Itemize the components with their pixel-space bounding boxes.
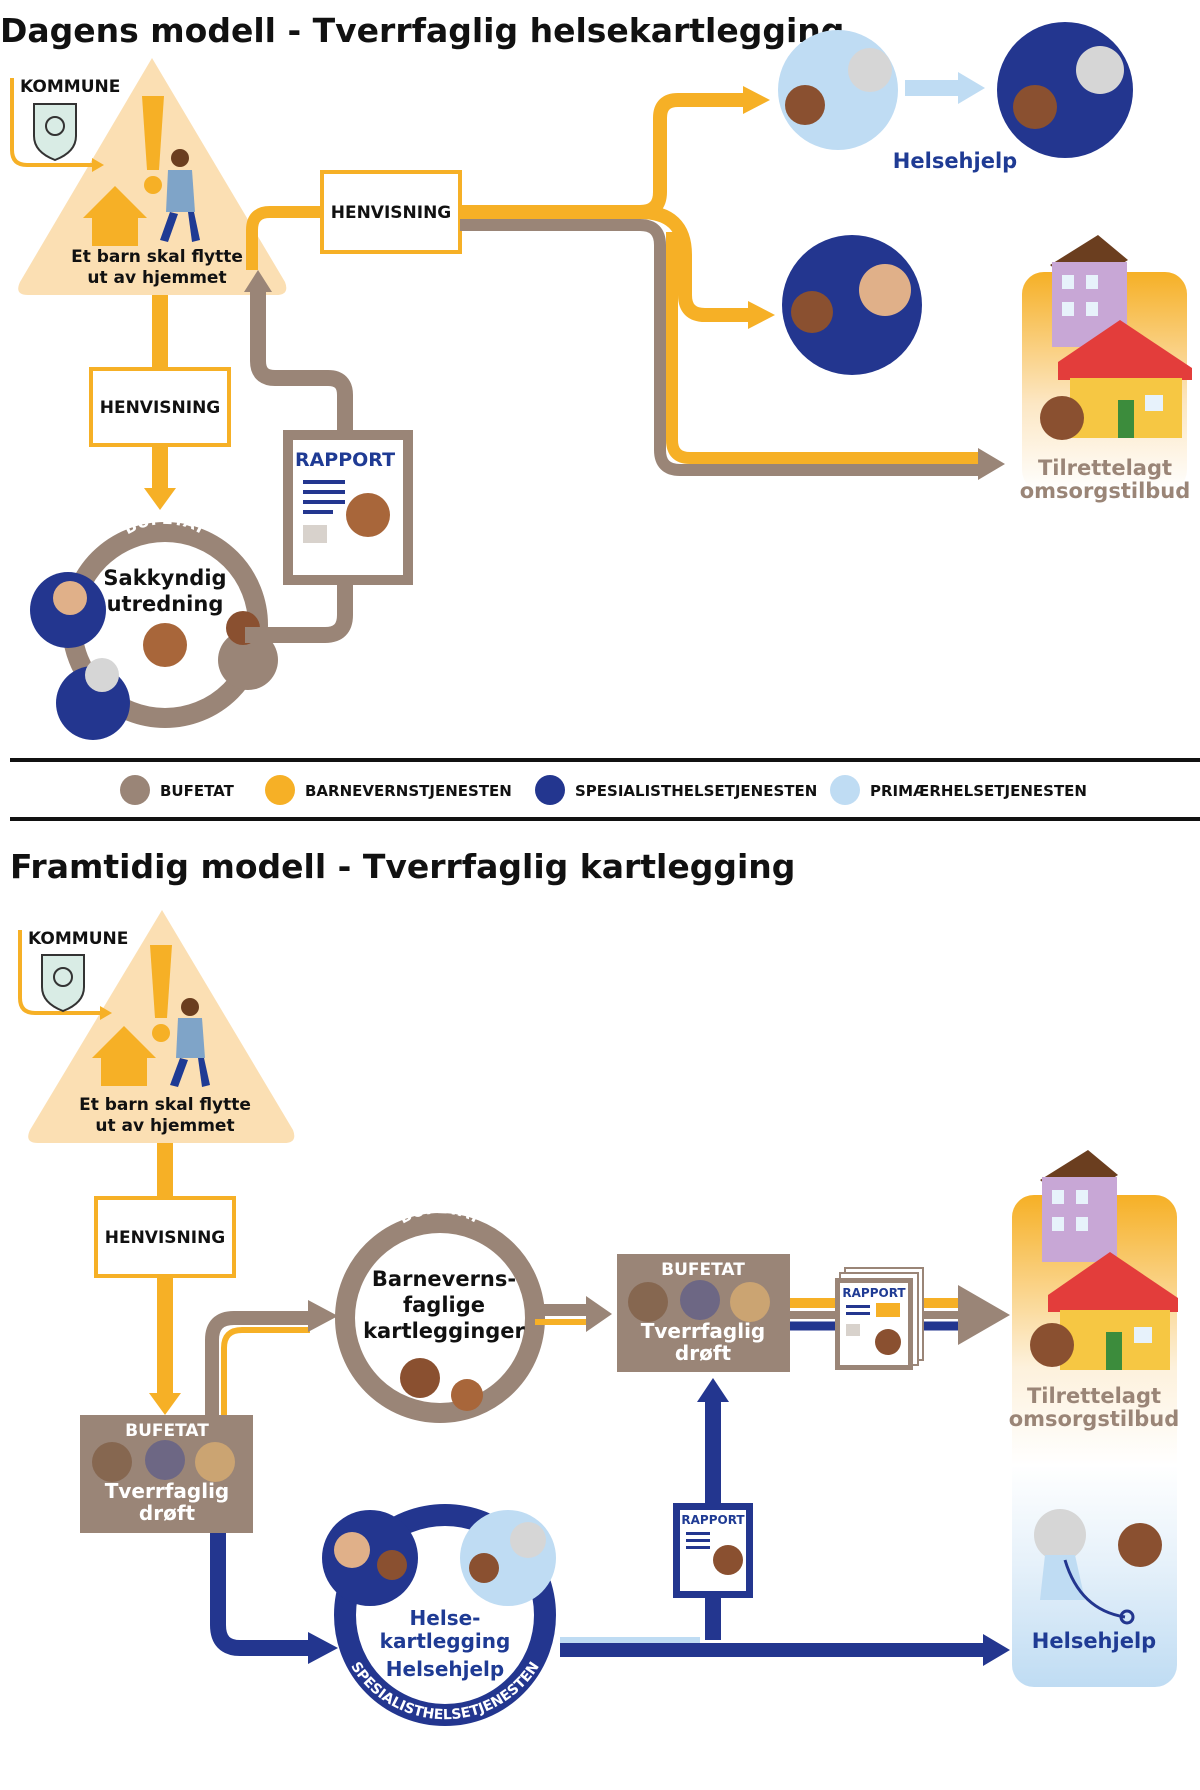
- bottom-tverrfaglig-label-2: drøft: [139, 1501, 196, 1525]
- top-henvisning-label-2: HENVISNING: [331, 203, 452, 223]
- bottom-barnevern-label-3: kartlegginger: [363, 1319, 525, 1343]
- top-sakkyndig-label-2: utredning: [107, 592, 224, 616]
- legend-swatch-2: [535, 775, 565, 805]
- top-brown-flow-omsorg: [460, 219, 980, 476]
- top-flow-helsehjelp: [460, 93, 745, 219]
- top-kommune-arrow: [10, 78, 92, 167]
- walking-child-icon: [160, 149, 200, 242]
- top-orange-flow-henv2: [246, 206, 322, 270]
- bottom-barnevern-label-2: faglige: [403, 1293, 485, 1317]
- bottom-flow-down-1: [157, 1143, 173, 1198]
- top-warning-triangle: [18, 58, 287, 295]
- bufetat-caseworker-icon: [218, 630, 278, 690]
- top-flow-specialist: [639, 205, 750, 322]
- top-omsorg-child-icon: [1040, 396, 1084, 440]
- bottom-child-label-2: ut av hjemmet: [95, 1116, 234, 1136]
- bottom-helse-label-2: kartlegging: [380, 1629, 511, 1653]
- kommune-shield-icon: [41, 954, 85, 1013]
- child-face-icon: [451, 1379, 483, 1411]
- top-henvisning-box-2: [320, 170, 462, 254]
- bottom-rapport-label-1: RAPPORT: [842, 1286, 906, 1300]
- bottom-warning-triangle: [28, 910, 295, 1143]
- legend-bottom-rule: [10, 817, 1200, 821]
- child-face-icon: [1118, 1523, 1162, 1567]
- bottom-tverrfaglig2-label-1: Tverrfaglig: [641, 1319, 766, 1343]
- bottom-bufetat-box-2-head: BUFETAT: [661, 1260, 745, 1280]
- bottom-orange-flow-to-ring: [221, 1327, 310, 1415]
- top-brown-flow-up: [250, 290, 353, 430]
- bottom-flow-down-2: [157, 1276, 173, 1396]
- bottom-child-label-1: Et barn skal flytte: [79, 1095, 251, 1115]
- house-icon: [83, 186, 147, 218]
- top-title: Dagens modell - Tverrfaglig helsekartleg…: [0, 11, 844, 50]
- bottom-kommune-label: KOMMUNE: [28, 929, 128, 949]
- legend-swatch-0: [120, 775, 150, 805]
- house-icon: [92, 1026, 156, 1058]
- bottom-kommune-arrow: [18, 930, 100, 1015]
- bottom-omsorg-label-2: omsorgstilbud: [1009, 1407, 1180, 1431]
- stethoscope-icon: [1063, 1559, 1126, 1619]
- bottom-helse-label-3: Helsehjelp: [386, 1657, 504, 1681]
- legend-top-rule: [10, 758, 1200, 762]
- exclamation-icon: [150, 945, 172, 1018]
- legend-label-0: BUFETAT: [160, 782, 235, 800]
- bottom-tverrfaglig-label-1: Tverrfaglig: [105, 1479, 230, 1503]
- top-helsehjelp-label: Helsehjelp: [893, 149, 1017, 173]
- top-house-icon: [1058, 320, 1192, 438]
- bottom-apartment-building-icon: [1040, 1150, 1118, 1262]
- legend-label-1: BARNEVERNSTJENESTEN: [305, 782, 512, 800]
- bottom-title: Framtidig modell - Tverrfaglig kartleggi…: [10, 847, 795, 886]
- bottom-bufetat-ring: [335, 1213, 545, 1423]
- legend-label-2: SPESIALISTHELSETJENESTEN: [575, 782, 817, 800]
- caseworker-icon: [400, 1358, 440, 1398]
- bottom-helsehjelp-illustration: [1034, 1509, 1162, 1625]
- doctor-icon: [1034, 1509, 1086, 1561]
- legend-swatch-1: [265, 775, 295, 805]
- top-flow-down-1: [152, 295, 168, 370]
- bottom-house-icon: [1048, 1252, 1178, 1370]
- bottom-omsorg-label-1: Tilrettelagt: [1027, 1384, 1161, 1408]
- top-omsorg-label-1: Tilrettelagt: [1038, 456, 1172, 480]
- top-kommune-label: KOMMUNE: [20, 77, 120, 97]
- bottom-tverrfaglig2-label-2: drøft: [675, 1341, 732, 1365]
- child-face-icon: [143, 623, 187, 667]
- top-brown-flow-ring: [245, 585, 353, 643]
- legend-label-3: PRIMÆRHELSETJENESTEN: [870, 782, 1087, 800]
- legend: BUFETAT BARNEVERNSTJENESTEN SPESIALISTHELS…: [120, 775, 1087, 805]
- exclamation-icon: [142, 96, 164, 170]
- legend-swatch-3: [830, 775, 860, 805]
- top-flow-down-2: [152, 445, 168, 490]
- top-child-label-1: Et barn skal flytte: [71, 247, 243, 267]
- top-omsorg-label-2: omsorgstilbud: [1020, 479, 1191, 503]
- bottom-helsehjelp-label: Helsehjelp: [1032, 1629, 1156, 1653]
- walking-child-icon: [170, 998, 210, 1087]
- kommune-shield-icon: [33, 103, 77, 162]
- rapport-child-icon: [346, 493, 390, 537]
- bottom-omsorg-child-icon: [1030, 1323, 1074, 1367]
- bottom-helse-label-1: Helse-: [410, 1606, 481, 1630]
- top-orange-flow-omsorg: [666, 232, 980, 464]
- top-henvisning-label-1: HENVISNING: [100, 398, 221, 418]
- top-sakkyndig-label-1: Sakkyndig: [103, 566, 226, 590]
- top-child-label-2: ut av hjemmet: [87, 268, 226, 288]
- bottom-brown-flow-to-ring: [205, 1311, 310, 1415]
- bottom-blue-flow-to-spes: [210, 1533, 310, 1656]
- top-flow-down-arrowhead: [144, 488, 176, 510]
- bottom-rapport-label-2: RAPPORT: [681, 1513, 745, 1527]
- top-rapport-label: RAPPORT: [295, 449, 395, 471]
- bottom-henvisning-label: HENVISNING: [105, 1228, 226, 1248]
- bottom-bufetat-box-1-head: BUFETAT: [125, 1421, 209, 1441]
- bottom-barnevern-label-1: Barneverns-: [372, 1267, 516, 1291]
- top-henvisning-box-1: [89, 367, 231, 447]
